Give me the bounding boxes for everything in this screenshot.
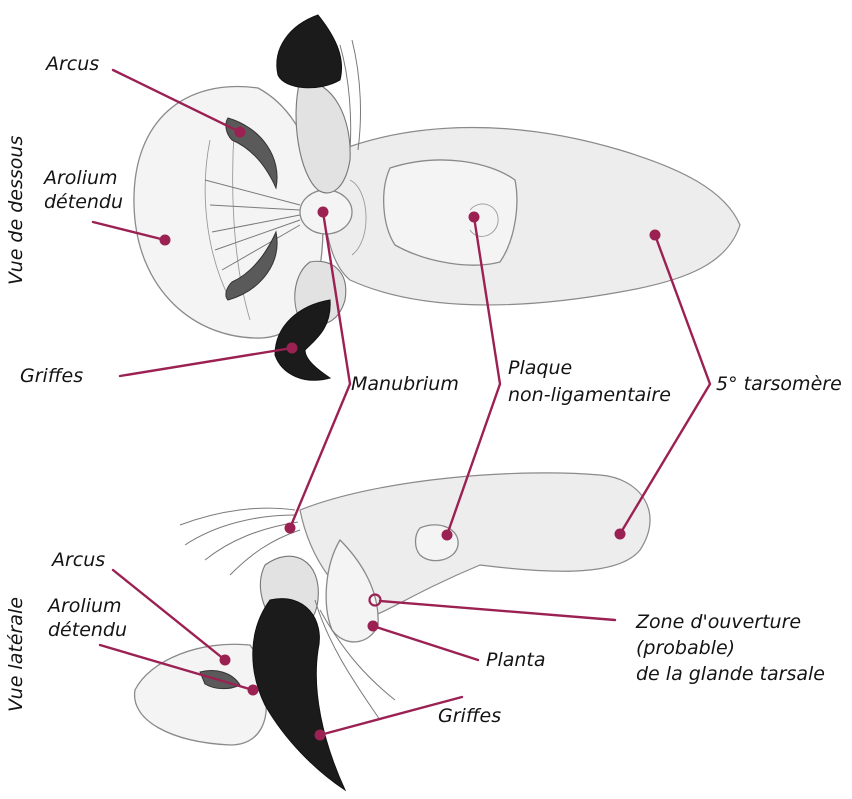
label-arcus-top: Arcus (44, 53, 99, 75)
label-arolium-top: Arolium détendu (42, 167, 124, 213)
plaque-bottom-shape (416, 525, 459, 561)
label-arcus-bottom: Arcus (50, 549, 105, 571)
label-manubrium: Manubrium (351, 373, 459, 395)
label-plaque: Plaque non-ligamentaire (508, 357, 671, 406)
side-title-bottom: Vue latérale (5, 597, 27, 712)
label-tarsomere: 5° tarsomère (716, 373, 842, 395)
label-griffes-bottom: Griffes (438, 705, 501, 727)
label-arolium-bottom: Arolium détendu (46, 595, 128, 641)
label-zone: Zone d'ouverture (probable) de la glande… (635, 611, 825, 685)
label-planta: Planta (486, 649, 546, 671)
arolium-bottom-shape (135, 644, 267, 745)
label-griffes-top: Griffes (20, 365, 83, 387)
claw-top-upper (277, 15, 342, 88)
side-title-top: Vue de dessous (5, 136, 27, 285)
ventral-view-drawing (134, 15, 740, 380)
